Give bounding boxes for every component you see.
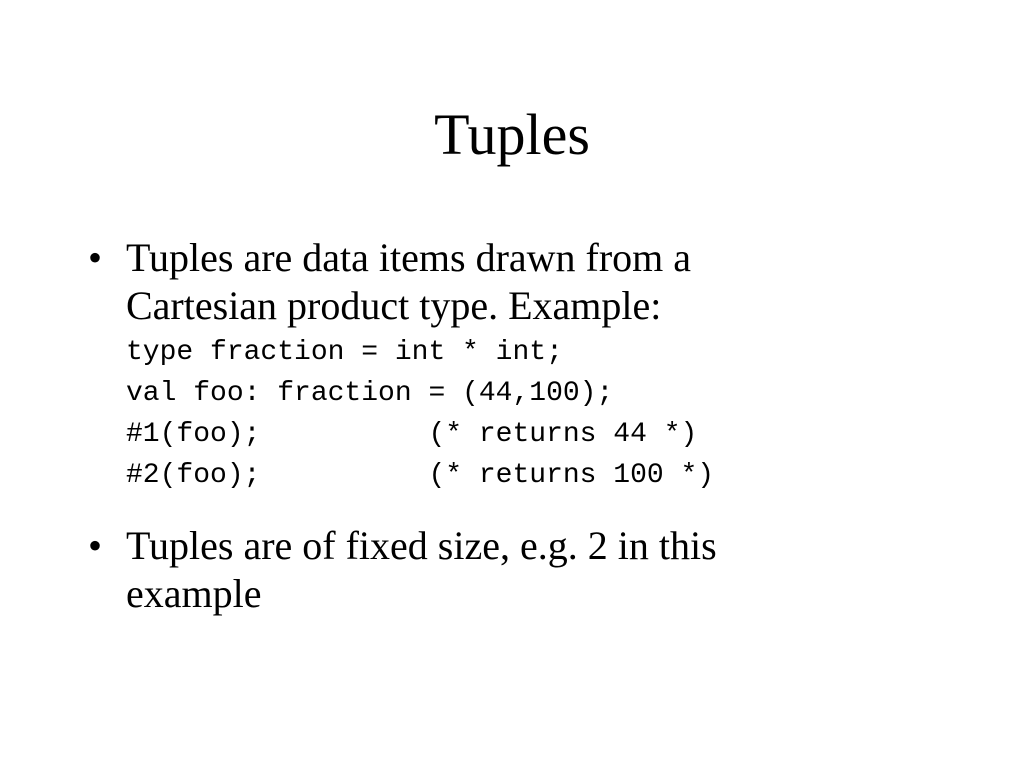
bullet-item-fixed-size: • Tuples are of fixed size, e.g. 2 in th…: [84, 522, 844, 618]
bullet-icon: •: [88, 523, 103, 568]
code-line: #2(foo); (* returns 100 *): [126, 460, 715, 491]
bullet-text-line: Tuples are of fixed size, e.g. 2 in this: [126, 523, 717, 568]
bullet-text-line: Cartesian product type. Example:: [126, 283, 662, 328]
bullet-item-tuples-definition: • Tuples are data items drawn from a Car…: [84, 234, 844, 508]
bullet-text-line: example: [126, 571, 262, 616]
code-example: type fraction = int * int; val foo: frac…: [126, 332, 844, 508]
code-line: #1(foo); (* returns 44 *): [126, 419, 698, 450]
slide-title: Tuples: [434, 102, 590, 167]
bullet-text-line: Tuples are data items drawn from a: [126, 235, 692, 280]
bullet-list: • Tuples are data items drawn from a Car…: [84, 234, 844, 618]
code-line: val foo: fraction = (44,100);: [126, 378, 614, 409]
bullet-icon: •: [88, 235, 103, 280]
code-line: type fraction = int * int;: [126, 337, 563, 368]
